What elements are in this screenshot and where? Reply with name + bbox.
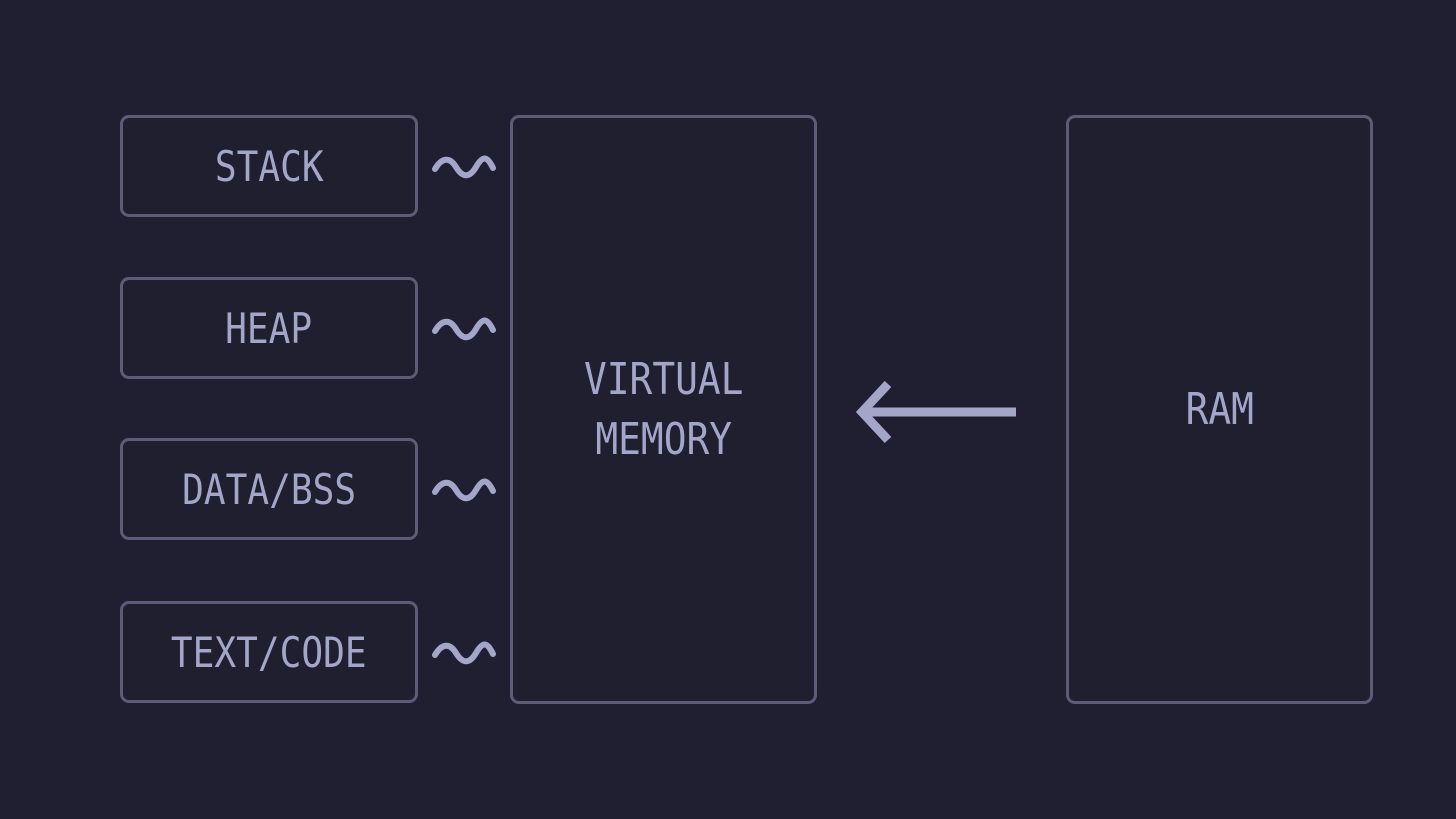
segment-label: STACK <box>214 141 324 191</box>
left-arrow-icon <box>855 380 1016 444</box>
virtual-memory-box: VIRTUAL MEMORY <box>510 115 817 704</box>
segment-label: TEXT/CODE <box>171 627 367 677</box>
ram-label: RAM <box>1185 383 1254 435</box>
segment-heap: HEAP <box>120 277 418 379</box>
segment-stack: STACK <box>120 115 418 217</box>
segment-data-bss: DATA/BSS <box>120 438 418 540</box>
segment-label: HEAP <box>225 303 313 353</box>
segment-label: DATA/BSS <box>182 464 356 514</box>
tilde-connector-icon <box>432 478 496 502</box>
tilde-connector-icon <box>432 641 496 665</box>
segment-text-code: TEXT/CODE <box>120 601 418 703</box>
virtual-memory-label: VIRTUAL MEMORY <box>583 353 744 465</box>
tilde-connector-icon <box>432 155 496 179</box>
ram-box: RAM <box>1066 115 1373 704</box>
tilde-connector-icon <box>432 317 496 341</box>
